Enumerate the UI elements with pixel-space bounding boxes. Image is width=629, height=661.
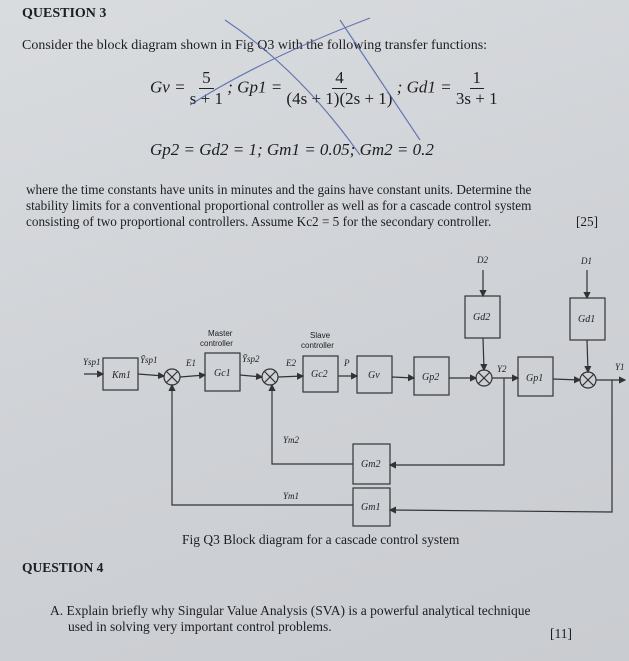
slave-label-2: controller: [301, 341, 334, 350]
figure-caption: Fig Q3 Block diagram for a cascade contr…: [182, 532, 460, 547]
signal-ysp2: Ỹsp2: [242, 354, 260, 364]
master-label-2: controller: [200, 339, 233, 348]
question-4-part-a-line-2: used in solving very important control p…: [68, 619, 332, 634]
gp1-denominator: (4s + 1)(2s + 1): [286, 89, 393, 108]
question-4-marks: [11]: [550, 626, 572, 641]
signal-ysp1-tilde: Ỹsp1: [140, 355, 158, 365]
slave-label: Slave: [310, 331, 331, 340]
signal-y2: Y2: [497, 364, 507, 374]
signal-d2: D2: [476, 255, 488, 265]
gv-denominator: s + 1: [189, 89, 223, 108]
paragraph-line-3: consisting of two proportional controlle…: [26, 214, 492, 229]
signal-ysp1: Ysp1: [83, 357, 101, 367]
label-gm1: Gm1: [361, 502, 380, 513]
label-gd2: Gd2: [473, 312, 490, 323]
transfer-functions-line-2: Gp2 = Gd2 = 1; Gm1 = 0.05; Gm2 = 0.2: [150, 140, 434, 159]
signal-e1: E1: [185, 358, 196, 368]
signal-d1: D1: [580, 256, 592, 266]
question-4-heading: QUESTION 4: [22, 560, 104, 575]
gd1-lhs: ; Gd1 =: [396, 77, 452, 97]
gp1-numerator: 4: [332, 68, 347, 89]
question-4-part-a-line-1: A. Explain briefly why Singular Value An…: [50, 603, 531, 618]
question-3-heading: QUESTION 3: [22, 6, 107, 21]
gv-numerator: 5: [199, 68, 214, 89]
label-gd1: Gd1: [578, 314, 595, 325]
signal-p: P: [343, 358, 350, 368]
label-gc2: Gc2: [311, 369, 328, 380]
master-label: Master: [208, 329, 233, 338]
label-gp2: Gp2: [422, 372, 439, 383]
label-km1: Km1: [111, 370, 131, 381]
gd1-denominator: 3s + 1: [455, 89, 498, 108]
signal-ym1: Ym1: [283, 491, 299, 501]
gp1-lhs: ; Gp1 =: [227, 77, 283, 97]
label-gp1: Gp1: [526, 373, 543, 384]
paragraph-line-1: where the time constants have units in m…: [26, 182, 532, 197]
label-gv: Gv: [368, 370, 380, 381]
label-gm2: Gm2: [361, 459, 380, 470]
label-gc1: Gc1: [214, 368, 231, 379]
signal-ym2: Ym2: [283, 435, 300, 445]
signal-e2: E2: [285, 358, 296, 368]
paragraph-line-2: stability limits for a conventional prop…: [26, 198, 532, 213]
question-3-marks: [25]: [576, 214, 598, 229]
gd1-numerator: 1: [469, 68, 484, 89]
signal-y1: Y1: [615, 362, 625, 372]
question-3-intro: Consider the block diagram shown in Fig …: [22, 38, 488, 53]
pen-marks: [189, 17, 421, 156]
gv-lhs: Gv =: [150, 77, 186, 97]
